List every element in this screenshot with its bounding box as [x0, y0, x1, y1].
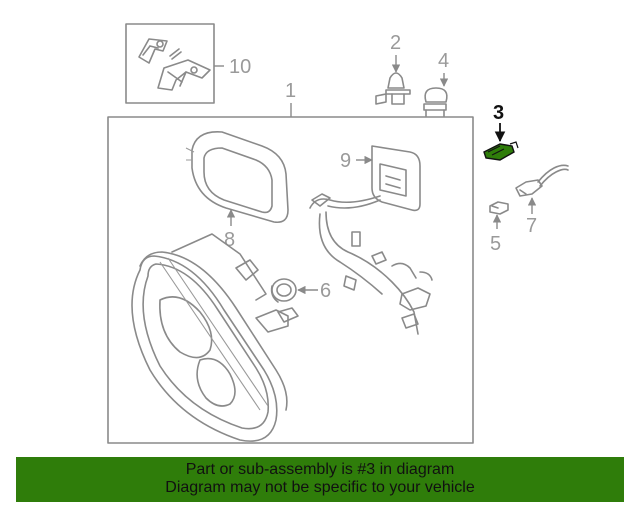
- callout-4[interactable]: 4: [438, 50, 449, 72]
- part-1-headlamp-assembly-box[interactable]: [107, 116, 474, 444]
- callout-7[interactable]: 7: [526, 215, 537, 237]
- part-9-wiring-harness[interactable]: [309, 145, 433, 335]
- part-5-wedge-bulb[interactable]: [489, 201, 509, 215]
- callout-9[interactable]: 9: [340, 150, 351, 172]
- callout-1[interactable]: 1: [285, 80, 296, 102]
- callout-10[interactable]: 10: [229, 56, 251, 78]
- part-2-headlamp-bulb[interactable]: [375, 72, 411, 105]
- banner-line-1: Part or sub-assembly is #3 in diagram: [185, 461, 455, 478]
- headlamp-housing: [131, 233, 299, 442]
- part-4-small-bulb[interactable]: [423, 87, 448, 117]
- part-8-bezel[interactable]: [185, 131, 289, 224]
- callout-8[interactable]: 8: [224, 229, 235, 251]
- part-3-socket-highlighted[interactable]: [483, 141, 519, 161]
- part-7-socket-lead[interactable]: [515, 164, 569, 197]
- part-10-bracket-kit[interactable]: [125, 23, 224, 104]
- info-banner: Part or sub-assembly is #3 in diagram Di…: [16, 457, 624, 502]
- callout-5[interactable]: 5: [490, 233, 501, 255]
- bracket-screw: [169, 48, 182, 60]
- callout-6[interactable]: 6: [320, 280, 331, 302]
- callout-2[interactable]: 2: [390, 32, 401, 54]
- part-6-bulb-socket[interactable]: [270, 278, 297, 303]
- bracket-clip-upper: [138, 38, 168, 64]
- bracket-clip-lower: [157, 59, 211, 91]
- callout-3[interactable]: 3: [493, 102, 504, 124]
- banner-line-2: Diagram may not be specific to your vehi…: [165, 479, 475, 496]
